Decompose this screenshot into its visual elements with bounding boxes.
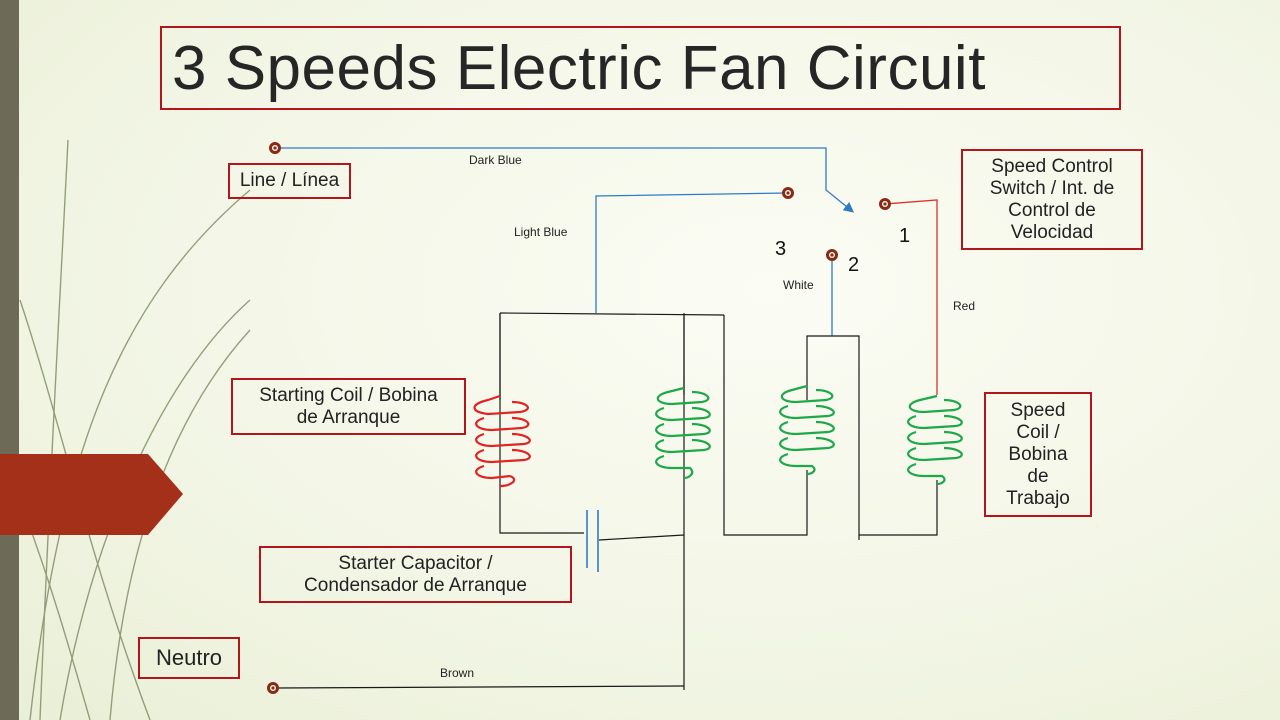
starting-coil: [473, 394, 531, 488]
black-wires: [274, 312, 938, 690]
run-coil-3: [907, 394, 963, 486]
light-blue-wire: [595, 192, 789, 313]
white-wire-label: White: [783, 278, 814, 292]
dark-blue-wire: [275, 147, 855, 213]
switch-position-2: 2: [848, 254, 860, 276]
dark-blue-wire-label: Dark Blue: [469, 153, 522, 167]
page-title: 3 Speeds Electric Fan Circuit: [160, 26, 1121, 110]
section-arrow: [0, 454, 183, 535]
capacitor-plates: [586, 510, 599, 572]
speed-switch-label: Speed Control Switch / Int. de Control d…: [961, 149, 1143, 250]
speed-coil-label: Speed Coil / Bobina de Trabajo: [984, 392, 1092, 517]
switch-position-1: 1: [899, 225, 911, 247]
starting-coil-label: Starting Coil / Bobina de Arranque: [231, 378, 466, 435]
light-blue-wire-label: Light Blue: [514, 225, 568, 239]
red-wire-label: Red: [953, 299, 976, 313]
switch-position-3: 3: [775, 238, 787, 260]
line-label: Line / Línea: [228, 163, 351, 199]
run-coil-1: [655, 386, 711, 480]
neutro-label: Neutro: [138, 637, 240, 679]
run-coil-2: [779, 384, 835, 476]
brown-wire-label: Brown: [440, 666, 475, 680]
decorative-curves: [19, 139, 251, 720]
sidebar-strip: [0, 0, 19, 720]
red-wire: [884, 199, 938, 395]
capacitor-label: Starter Capacitor / Condensador de Arran…: [259, 546, 572, 603]
